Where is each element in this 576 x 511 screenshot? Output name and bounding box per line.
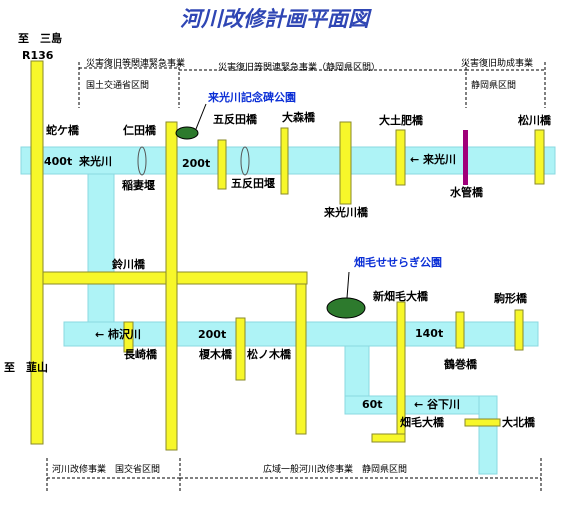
hatage-park-leader: [346, 271, 350, 299]
label-gotanda-weir: 五反田堰: [231, 176, 275, 190]
label-kiku-bridge: 来光川橋: [323, 205, 369, 219]
label-disaster-aid: 災害復旧助成事業: [461, 57, 533, 69]
label-enoki: 榎木橋: [199, 347, 233, 361]
ookita-bridge: [464, 418, 501, 427]
label-kiku-park: 来光川記念碑公園: [207, 90, 296, 104]
omori-bridge: [280, 127, 289, 195]
komagata-bridge: [514, 309, 524, 351]
suidou-pipe-bridge: [463, 130, 468, 185]
label-disaster-pref: 災害復旧等関連緊急事業（静岡県区間）: [218, 61, 380, 73]
label-wide-area: 広域一般河川改修事業 静岡県区間: [263, 463, 407, 475]
label-matsukawa: 松川橋: [518, 113, 552, 127]
label-nagasaki: 長崎橋: [124, 347, 158, 361]
odoi-bridge: [395, 129, 406, 186]
flow-yato-60: 60t: [362, 398, 383, 411]
bridges: [30, 60, 545, 451]
label-river-improvement: 河川改修事業 国交省区間: [52, 463, 160, 475]
flow-kaki-140: 140t: [415, 327, 443, 340]
yato-river-south: [478, 395, 498, 475]
label-suzukawa: 鈴川橋: [112, 257, 146, 271]
diagram-title: 河川改修計画平面図: [180, 6, 372, 31]
kiku-park-leader: [195, 103, 207, 130]
kiku-bridge: [339, 121, 352, 205]
label-hatage-park: 畑毛せせらぎ公園: [354, 255, 442, 269]
gotanda-weir-icon: [240, 146, 250, 176]
hatage-bridge: [371, 433, 406, 443]
nitabashi-road: [165, 121, 178, 451]
label-komagata: 駒形橋: [494, 291, 528, 305]
matsunoki-road: [295, 283, 307, 435]
tsurumaki-bridge: [455, 311, 465, 349]
gotanda-bridge: [217, 139, 227, 190]
river-yato-arrow: ← 谷下川: [414, 397, 460, 411]
label-disaster-kuni: 災害復旧等関連緊急事業: [86, 57, 185, 69]
label-ookita: 大北橋: [502, 415, 536, 429]
label-inazuma-weir: 稲妻堰: [122, 178, 155, 192]
label-suidou: 水管橋: [450, 185, 484, 199]
river-kaki-arrow: ← 柿沢川: [95, 327, 141, 341]
route-136-road: [30, 60, 44, 445]
label-hebigahashi: 蛇ケ橋: [46, 123, 80, 137]
label-kuni-section: 国土交通省区間: [86, 79, 149, 91]
inazuma-weir-icon: [137, 146, 147, 176]
hatage-park-icon: [326, 297, 366, 319]
flow-kiku-200: 200t: [182, 157, 210, 170]
flow-kiku-400: 400t: [44, 155, 72, 168]
flow-kaki-200: 200t: [198, 328, 226, 341]
bottom-section-brackets: [46, 458, 542, 492]
label-shinhatage: 新畑毛大橋: [373, 289, 429, 303]
top-section-brackets: [78, 62, 546, 108]
label-nitabashi: 仁田橋: [123, 123, 157, 137]
label-odoi: 大土肥橋: [379, 113, 424, 127]
label-tsurumaki: 鶴巻橋: [444, 357, 478, 371]
kiku-park-icon: [175, 126, 199, 140]
label-pref-section: 静岡県区間: [471, 79, 516, 91]
river-kiku-arrow: ← 来光川: [410, 152, 456, 166]
label-omori: 大森橋: [282, 110, 316, 124]
enoki-bridge: [235, 317, 246, 381]
label-matsunoki: 松ノ木橋: [247, 347, 292, 361]
matsukawa-bridge: [534, 129, 545, 185]
label-r136: R136: [22, 49, 54, 62]
label-mishima: 至 三島: [18, 31, 62, 45]
kiku-river-branch: [87, 173, 115, 323]
river-kiku-label: 来光川: [78, 154, 112, 168]
label-nirayama: 至 韮山: [4, 360, 48, 374]
label-gotanda: 五反田橋: [213, 112, 258, 126]
nagasaki-bridge: [123, 321, 134, 353]
label-hatage: 畑毛大橋: [400, 415, 445, 429]
